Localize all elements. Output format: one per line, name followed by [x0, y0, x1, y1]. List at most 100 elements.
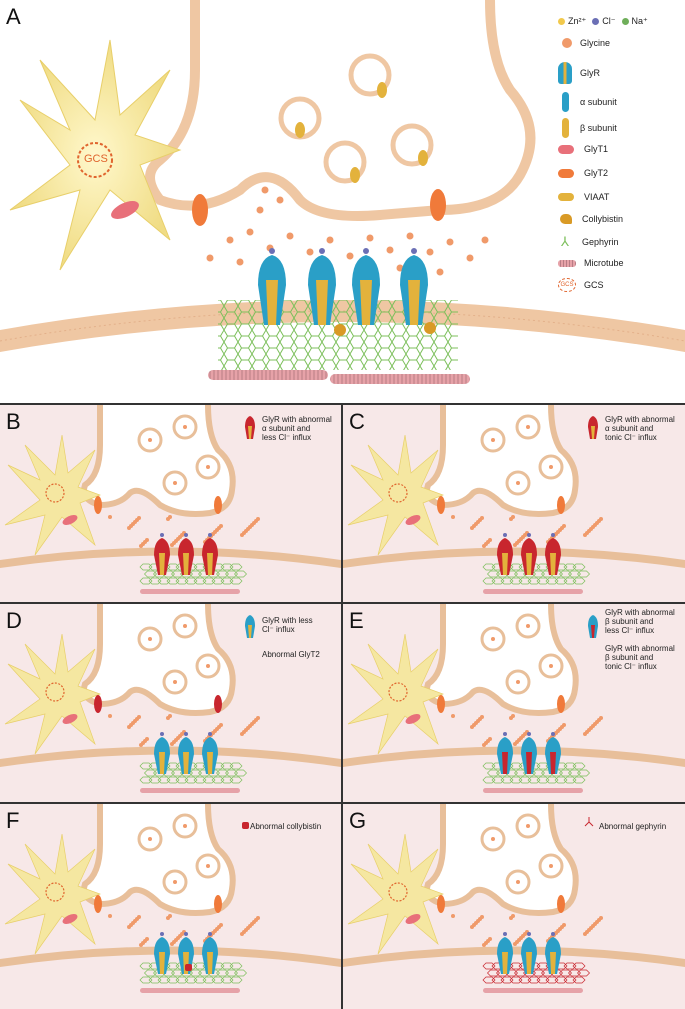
gephyrin: [202, 577, 216, 585]
glycine: [491, 837, 495, 841]
gephyrin: [577, 570, 590, 578]
gcs-icon: [77, 142, 113, 178]
gephyrin: [211, 776, 225, 784]
glyr-receptor: [545, 732, 561, 774]
gcs-label: GCS: [84, 153, 108, 165]
gephyrin: [563, 762, 577, 770]
gephyrin: [568, 769, 581, 777]
gephyrin: [189, 769, 202, 777]
gephyrin: [225, 969, 238, 977]
astrocyte-neuron: [9, 39, 182, 271]
gephyrin: [193, 577, 207, 585]
gephyrin: [568, 570, 581, 578]
gephyrin: [572, 762, 586, 770]
glyt1-transporter: [62, 914, 78, 924]
glyt2-transporter: [214, 895, 222, 913]
panel-label-b: B: [6, 409, 21, 434]
divider: [341, 403, 343, 1009]
legend-item: GlyT1: [558, 144, 608, 154]
legend-item: VIAAT: [558, 192, 609, 202]
gephyrin: [184, 577, 198, 585]
glycine: [170, 742, 174, 746]
gephyrin: [229, 976, 243, 984]
gephyrin: [202, 776, 216, 784]
legend-item: GlyR: [558, 62, 600, 84]
panel-f-diagram: [0, 804, 341, 993]
glyt2-transporter: [430, 189, 446, 221]
gephyrin: [532, 570, 545, 578]
gephyrin: [487, 570, 500, 578]
postsynaptic-membrane: [0, 300, 685, 352]
glycine: [206, 664, 210, 668]
legend-item: GlyT2: [558, 168, 608, 178]
gephyrin: [568, 969, 581, 977]
glycine: [127, 925, 131, 929]
gephyrin: [572, 776, 586, 784]
panel-label-g: G: [349, 808, 367, 833]
gcs-icon: [45, 483, 65, 503]
glycine: [516, 880, 520, 884]
gephyrin: [166, 776, 180, 784]
gephyrin: [211, 976, 225, 984]
gephyrin: [166, 577, 180, 585]
panel-f: F Abnormal collybistin: [0, 804, 341, 1009]
gephyrin: [572, 962, 586, 970]
legend-item: Glycine: [558, 38, 610, 48]
gephyrin: [563, 577, 577, 585]
annotation-b: GlyR with abnormal α subunit and less Cl…: [262, 415, 332, 442]
glycine: [127, 526, 131, 530]
gephyrin: [527, 976, 541, 984]
sodium-ion-icon: [621, 18, 629, 25]
legend-label: Microtube: [584, 258, 624, 268]
chloride-ion-icon: [592, 18, 600, 25]
glycine: [509, 716, 513, 720]
legend-label-sodium: Na⁺: [631, 16, 648, 26]
postsynaptic-membrane: [0, 946, 341, 967]
gephyrin: [139, 762, 153, 770]
glycine: [183, 425, 187, 429]
microtube: [208, 370, 328, 380]
gephyrin: [220, 577, 234, 585]
gephyrin: [559, 769, 572, 777]
gephyrin: [220, 563, 234, 571]
legend-item: ⅄Gephyrin: [558, 235, 619, 248]
gephyrin: [559, 570, 572, 578]
glyr-receptor: [521, 732, 537, 774]
glyr-receptor: [497, 732, 513, 774]
synaptic-vesicles: [278, 53, 434, 184]
gephyrin: [518, 976, 532, 984]
viaat-transporters: [295, 82, 428, 183]
glycine: [166, 517, 170, 521]
postsynaptic-membrane: [0, 746, 341, 767]
gephyrin: [518, 776, 532, 784]
glycine: [513, 742, 517, 746]
gephyrin: [175, 776, 189, 784]
legend: Zn²⁺ Cl⁻ Na⁺ Glycine GlyR α subunit β su…: [558, 16, 683, 296]
legend-label-chloride: Cl⁻: [602, 16, 616, 26]
gephyrin: [234, 769, 247, 777]
postsynaptic-membrane: [343, 946, 685, 967]
gephyrin: [491, 577, 505, 585]
glyr-receptor: [154, 732, 170, 774]
legend-item: Microtube: [558, 258, 624, 268]
gephyrin: [572, 577, 586, 585]
glycine: [240, 533, 244, 537]
glycine: [183, 624, 187, 628]
glycine: [526, 624, 530, 628]
beta-subunit-icon: [562, 118, 569, 138]
presynaptic-membrane: [145, 0, 536, 221]
annotation-d2: Abnormal GlyT2: [262, 650, 320, 659]
legend-label: β subunit: [580, 123, 617, 133]
glycine: [526, 425, 530, 429]
microtube: [483, 788, 583, 793]
annotation-e1: GlyR with abnormal β subunit and less Cl…: [605, 608, 675, 635]
glyr-receptor: [202, 533, 218, 575]
zinc-ion-icon: [558, 18, 565, 25]
gephyrin: [220, 962, 234, 970]
glyr-receptor: [202, 732, 218, 774]
glycine: [170, 543, 174, 547]
gephyrin: [139, 563, 153, 571]
gephyrin: [229, 577, 243, 585]
postsynaptic-membrane: [343, 547, 685, 568]
annotation-receptor-icon: [584, 817, 594, 827]
